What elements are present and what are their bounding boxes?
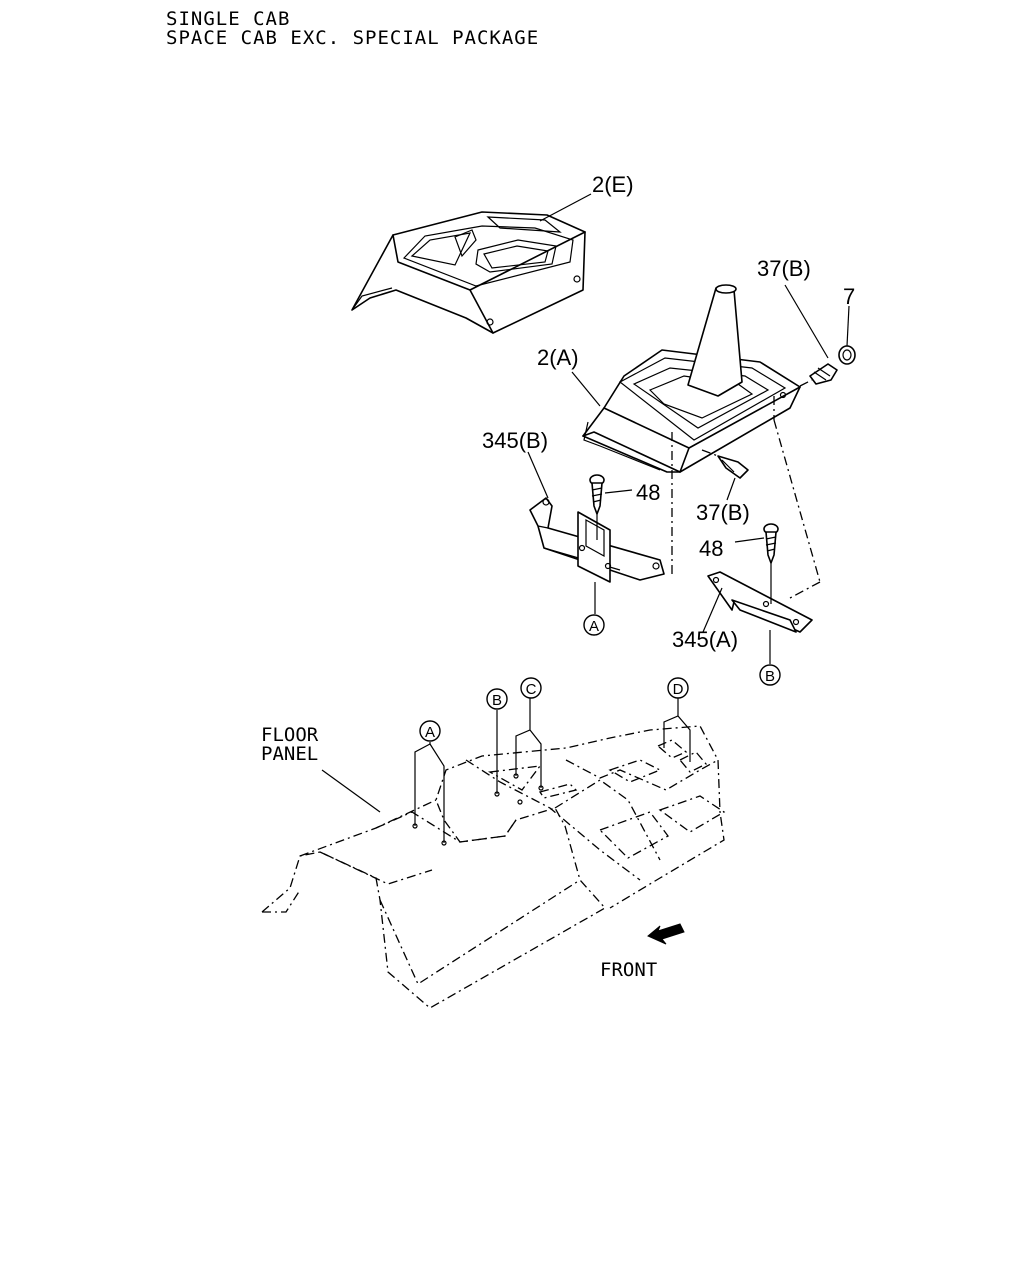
callout-37b-upper: 37(B) bbox=[757, 256, 811, 281]
callout-48-left: 48 bbox=[636, 480, 660, 505]
ref-label-b-floor: B bbox=[492, 692, 502, 709]
leader-48-left bbox=[604, 489, 633, 494]
callout-345b: 345(B) bbox=[482, 428, 548, 453]
ref-marker-a-floor bbox=[419, 720, 441, 742]
leader-345a bbox=[702, 587, 723, 633]
floor-marker-a-group bbox=[414, 742, 445, 843]
ref-label-d-floor: D bbox=[673, 681, 684, 698]
ref-label-a-floor: A bbox=[425, 724, 435, 741]
shift-console bbox=[582, 284, 801, 473]
leader-2a bbox=[571, 371, 601, 407]
ref-label-b-bracket: B bbox=[765, 668, 775, 685]
bracket-345b bbox=[529, 497, 665, 583]
front-label: FRONT bbox=[600, 959, 657, 981]
callout-2a: 2(A) bbox=[537, 345, 579, 370]
clip-lower-icon bbox=[701, 449, 749, 479]
leader-37b-lower bbox=[726, 477, 736, 501]
leader-345b bbox=[527, 451, 549, 499]
upper-console-cover bbox=[351, 211, 586, 334]
header-line-2: SPACE CAB EXC. SPECIAL PACKAGE bbox=[166, 27, 540, 49]
bracket-345a bbox=[707, 571, 813, 633]
ref-label-c-floor: C bbox=[526, 681, 537, 698]
leader-7 bbox=[846, 305, 850, 347]
clip-icon bbox=[799, 363, 838, 387]
front-arrow-icon bbox=[647, 923, 685, 945]
ref-marker-a-bracket bbox=[583, 614, 605, 636]
ref-label-a-bracket: A bbox=[589, 618, 599, 635]
header-line-1: SINGLE CAB bbox=[166, 8, 291, 30]
callout-345a: 345(A) bbox=[672, 627, 738, 652]
floor-panel-label-line1: FLOOR bbox=[261, 724, 319, 746]
ref-marker-d-floor bbox=[667, 677, 689, 699]
screw-right-icon bbox=[763, 523, 779, 604]
leader-37b-upper bbox=[784, 284, 829, 359]
callout-37b-lower: 37(B) bbox=[696, 500, 750, 525]
leader-2e bbox=[539, 193, 592, 222]
ref-marker-c-floor bbox=[520, 677, 542, 699]
ref-marker-b-bracket bbox=[759, 664, 781, 686]
callout-48-right: 48 bbox=[699, 536, 723, 561]
ref-marker-b-floor bbox=[486, 688, 508, 710]
leader-floor-panel bbox=[321, 769, 381, 813]
leader-48-right bbox=[734, 537, 765, 543]
callout-2e: 2(E) bbox=[592, 172, 634, 197]
floor-panel-label-line2: PANEL bbox=[261, 743, 318, 765]
callout-7: 7 bbox=[843, 284, 855, 309]
screw-icon bbox=[589, 474, 605, 540]
nut-icon bbox=[838, 345, 856, 365]
